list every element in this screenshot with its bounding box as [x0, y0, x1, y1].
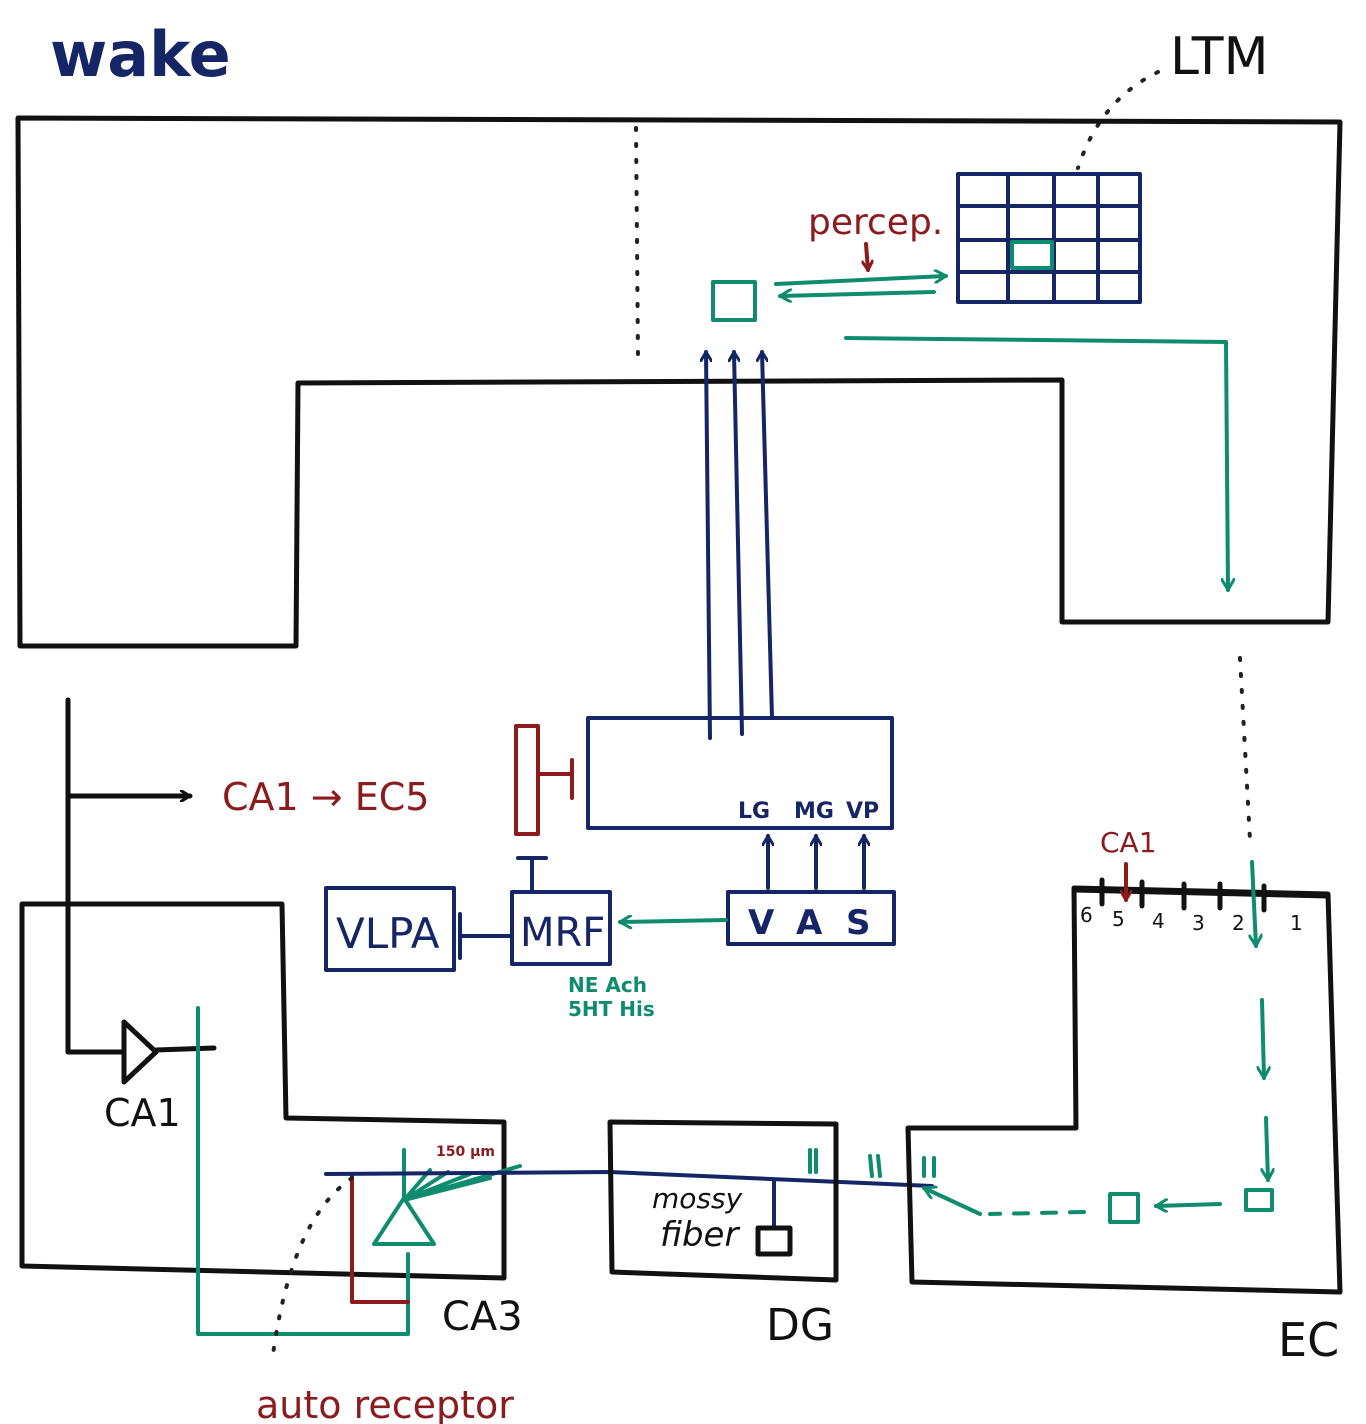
- ltm-to-ec-path: [844, 336, 1228, 590]
- ec-flow-3: [1266, 1116, 1268, 1180]
- dg-granule-cell: [755, 1225, 793, 1257]
- percep-label: percep.: [808, 202, 943, 243]
- cortex-outline: [15, 115, 1343, 649]
- dg-outline: [607, 1119, 839, 1283]
- vas-box: [726, 890, 896, 946]
- ca3-recurrent-collaterals: [402, 1148, 522, 1202]
- ec-layer-axis: [1071, 887, 1331, 899]
- ec-flow-4: [1156, 1204, 1222, 1206]
- dg-label: DG: [766, 1300, 834, 1351]
- vlpa-label: VLPA: [336, 909, 440, 958]
- ec-layer-ticks: [1099, 877, 1267, 913]
- vas-a-label: A: [796, 903, 823, 943]
- percep-arrow-down: [866, 242, 868, 270]
- ca1-marker-label: CA1: [1100, 826, 1157, 859]
- mrf-transmitters-line1: NE Ach: [568, 973, 647, 997]
- ca3-neuron: [372, 1196, 436, 1246]
- ec-flow-2: [1262, 998, 1264, 1078]
- ltm-label: LTM: [1170, 27, 1268, 87]
- percep-arrow-left: [780, 292, 936, 296]
- ec-label: EC: [1278, 1313, 1339, 1367]
- hippocampus-outline: [19, 901, 507, 1281]
- thal-mg-label: MG: [794, 799, 834, 824]
- percept-square: [711, 280, 757, 322]
- ec-outline: [905, 885, 1343, 1295]
- thalamic-projection-2: [734, 352, 744, 736]
- ec-layer-4: 4: [1152, 909, 1165, 933]
- wake-title: wake: [50, 18, 231, 91]
- mossy-label: mossy: [652, 1182, 743, 1215]
- vlpa-box: [324, 886, 456, 972]
- ec-layer-2: 2: [1232, 911, 1245, 935]
- ca1-label: CA1: [104, 1091, 181, 1135]
- distance-label: 150 μm: [436, 1144, 495, 1160]
- ltm-active-cell: [1010, 240, 1054, 270]
- ec-layer-1: 1: [1290, 911, 1303, 935]
- reticular-inhibitor: [514, 724, 540, 836]
- auto-receptor-pointer: [270, 1176, 354, 1364]
- ec-flow-dashed: [988, 1210, 1086, 1216]
- ec-flow-1: [1252, 860, 1256, 946]
- ca1-neuron: [121, 1019, 159, 1085]
- thalamic-projection-3: [762, 352, 774, 720]
- ec-dotted-descent: [1238, 656, 1252, 842]
- ca3-autoreceptor-loop: [350, 1174, 410, 1304]
- cortex-midline-dotted: [634, 126, 640, 358]
- vas-v-label: V: [748, 903, 775, 943]
- ca1-to-ec5-label: CA1 → EC5: [222, 775, 429, 819]
- mrf-transmitters-line2: 5HT His: [568, 997, 655, 1021]
- schaffer-collateral: [196, 1006, 410, 1336]
- ca3-label: CA3: [442, 1294, 523, 1340]
- fiber-label: fiber: [660, 1215, 740, 1255]
- mrf-label: MRF: [520, 910, 605, 956]
- ec-flow-to-dg: [924, 1188, 982, 1216]
- ec-layer-3: 3: [1192, 911, 1205, 935]
- auto-receptor-label: auto receptor: [256, 1383, 514, 1424]
- ltm-grid: [956, 172, 1142, 304]
- percep-arrow-right: [774, 276, 946, 286]
- ec-layer-6: 6: [1080, 903, 1093, 927]
- mrf-box: [510, 890, 612, 966]
- thalamic-projection-1: [706, 352, 710, 740]
- vas-s-label: S: [846, 903, 871, 943]
- ec-cell-right: [1244, 1188, 1274, 1212]
- mossy-fiber-ticks: [808, 1148, 936, 1178]
- ec-layer-5: 5: [1112, 907, 1125, 931]
- thal-vp-label: VP: [846, 799, 879, 824]
- vas-to-mrf-arrow: [620, 920, 728, 922]
- thal-lg-label: LG: [738, 799, 770, 824]
- ec-cell-middle: [1108, 1192, 1140, 1224]
- ltm-pointer-dotted: [1076, 70, 1160, 170]
